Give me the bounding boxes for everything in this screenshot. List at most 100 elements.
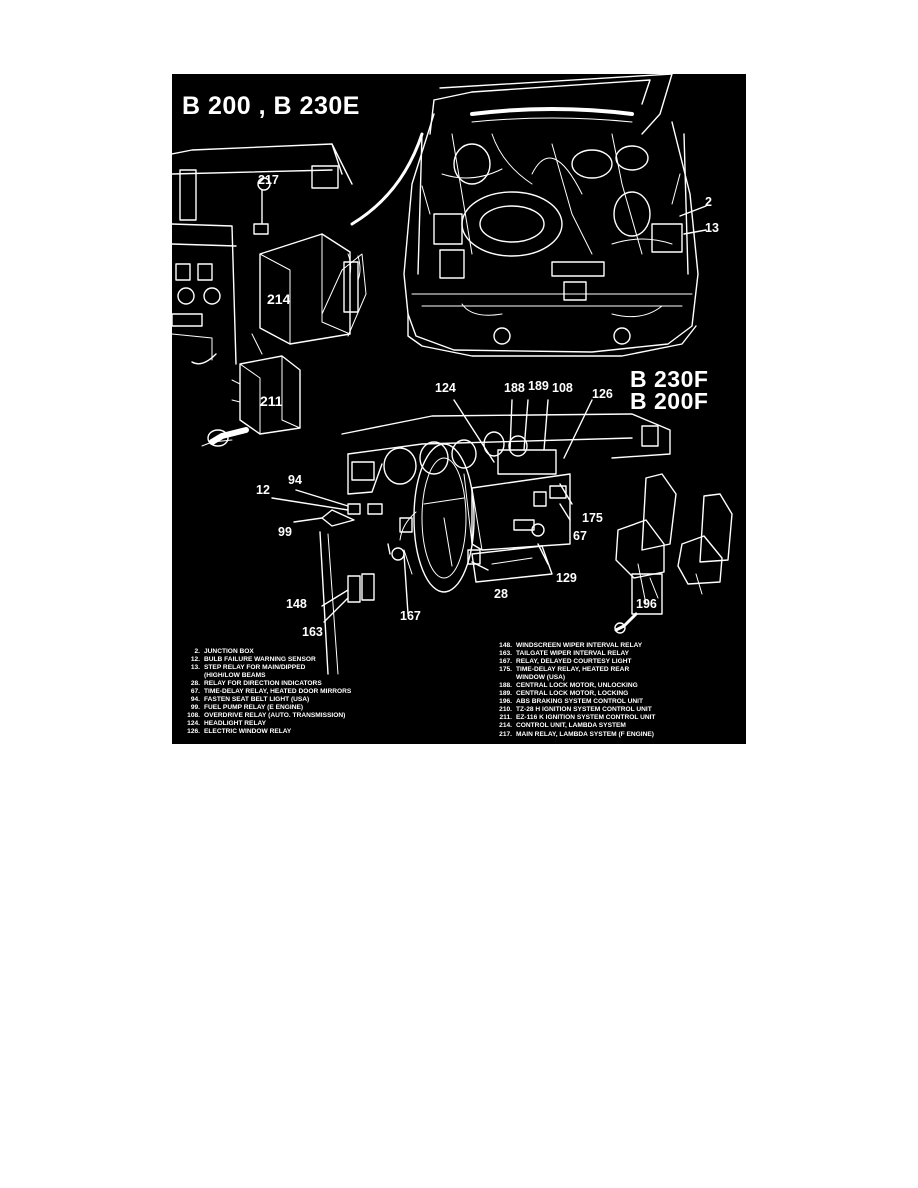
legend-entry-text: ELECTRIC WINDOW RELAY	[204, 728, 292, 736]
legend-entry: 175. TIME-DELAY RELAY, HEATED REAR	[490, 666, 655, 674]
engine-bay-illustration	[403, 74, 707, 357]
legend-entry-number: 175.	[499, 666, 512, 674]
callout-167: 167	[400, 609, 421, 623]
legend-entry-number: 108.	[187, 712, 200, 720]
legend-entry-text: FASTEN SEAT BELT LIGHT (USA)	[204, 696, 310, 704]
legend-entry-text: WINDSCREEN WIPER INTERVAL RELAY	[516, 642, 643, 649]
legend-entry: 2.JUNCTION BOX	[178, 648, 351, 656]
callout-163: 163	[302, 625, 323, 639]
legend-entry-text: TIME-DELAY RELAY, HEATED REAR	[516, 666, 630, 674]
callout-217: 217	[258, 173, 279, 187]
legend-entry-text: (HIGH/LOW BEAMS	[204, 672, 266, 680]
legend-entry: 167. RELAY, DELAYED COURTESY LIGHT	[490, 658, 655, 666]
legend-entry-text: CONTROL UNIT, LAMBDA SYSTEM	[516, 722, 626, 730]
legend-entry-text: MAIN RELAY, LAMBDA SYSTEM (F ENGINE)	[516, 730, 654, 738]
legend-entry-number: 148.	[499, 642, 512, 649]
callout-214: 214	[267, 291, 291, 307]
legend-entry-text: FUEL PUMP RELAY (E ENGINE)	[204, 704, 304, 712]
dash-interior-illustration	[172, 132, 424, 447]
legend-entry-number	[178, 672, 204, 680]
legend-entry-number: 124.	[187, 720, 200, 728]
legend-entry-number: 167.	[499, 658, 512, 666]
legend-entry-number: 196.	[499, 698, 512, 706]
legend-entry-number: 13.	[190, 664, 200, 672]
legend-entry-text: STEP RELAY FOR MAIN/DIPPED	[204, 664, 306, 672]
legend-entry-text: CENTRAL LOCK MOTOR, UNLOCKING	[516, 682, 638, 690]
wiring-component-location-diagram: B 200 , B 230E B 230F B 200F 2 13 217 21…	[172, 74, 746, 744]
callout-124: 124	[435, 381, 456, 395]
interior-dashboard-illustration	[271, 399, 733, 675]
legend-entry-number: 12.	[190, 656, 200, 664]
legend-entry: 189. CENTRAL LOCK MOTOR, LOCKING	[490, 690, 655, 698]
callout-94: 94	[288, 473, 302, 487]
callout-129: 129	[556, 571, 577, 585]
legend-entry-number: 28.	[190, 680, 200, 688]
legend-right-column: 148. WINDSCREEN WIPER INTERVAL RELAY 163. T…	[490, 642, 655, 739]
legend-entry: 188. CENTRAL LOCK MOTOR, UNLOCKING	[490, 682, 655, 690]
legend-entry-text: RELAY FOR DIRECTION INDICATORS	[204, 680, 322, 688]
legend-entry: WINDOW (USA)	[490, 674, 655, 682]
legend-entry-text: BULB FAILURE WARNING SENSOR	[204, 656, 316, 664]
legend-entry-number: 99.	[190, 704, 200, 712]
legend-entry-text: HEADLIGHT RELAY	[204, 720, 267, 728]
legend-entry: 94. FASTEN SEAT BELT LIGHT (USA)	[178, 696, 351, 704]
legend-entry-number: 163.	[499, 650, 512, 658]
legend-entry-text: TZ-28 H IGNITION SYSTEM CONTROL UNIT	[516, 706, 652, 714]
legend-entry-text: TAILGATE WIPER INTERVAL RELAY	[516, 650, 630, 658]
legend-entry-number: 214.	[499, 722, 512, 730]
legend-entry-number: 126.	[187, 728, 200, 736]
legend-entry-text: JUNCTION BOX	[204, 648, 254, 655]
callout-28: 28	[494, 587, 508, 601]
callout-108: 108	[552, 381, 573, 395]
legend-entry: 13. STEP RELAY FOR MAIN/DIPPED	[178, 664, 351, 672]
legend-entry-text: ABS BRAKING SYSTEM CONTROL UNIT	[516, 698, 643, 706]
legend-entry: 214. CONTROL UNIT, LAMBDA SYSTEM	[490, 722, 655, 730]
legend-entry: 148. WINDSCREEN WIPER INTERVAL RELAY	[490, 642, 655, 650]
legend-entry: (HIGH/LOW BEAMS	[178, 672, 351, 680]
legend-entry-number: 67.	[190, 688, 200, 696]
callout-175: 175	[582, 511, 603, 525]
callout-211: 211	[260, 393, 283, 409]
legend-entry-text: OVERDRIVE RELAY (AUTO. TRANSMISSION)	[204, 712, 346, 720]
legend-entry-number: 2.	[194, 648, 201, 655]
diagram-title-engine-variant: B 200 , B 230E	[182, 92, 360, 120]
legend-entry-text: EZ-116 K IGNITION SYSTEM CONTROL UNIT	[516, 714, 656, 722]
legend-entry: 28. RELAY FOR DIRECTION INDICATORS	[178, 680, 351, 688]
callout-148: 148	[286, 597, 307, 611]
callout-13: 13	[705, 221, 719, 235]
legend-entry: 196. ABS BRAKING SYSTEM CONTROL UNIT	[490, 698, 655, 706]
legend-entry: 12. BULB FAILURE WARNING SENSOR	[178, 656, 351, 664]
legend-entry-number: 188.	[499, 682, 512, 690]
diagram-title-variant-b200f: B 200F	[630, 388, 709, 414]
legend-entry: 211. EZ-116 K IGNITION SYSTEM CONTROL UNI…	[490, 714, 656, 722]
diagram-title-variant-b230f: B 230F	[630, 366, 709, 392]
legend-entry: 67. TIME-DELAY RELAY, HEATED DOOR MIRRORS	[178, 688, 351, 696]
legend-entry-number: 211.	[499, 714, 512, 722]
legend-entry: 217. MAIN RELAY, LAMBDA SYSTEM (F ENGINE)	[490, 731, 655, 739]
legend-entry: 99. FUEL PUMP RELAY (E ENGINE)	[178, 704, 351, 712]
legend-entry-number: 210.	[499, 706, 512, 714]
callout-188: 188	[504, 381, 525, 395]
legend-entry: 163. TAILGATE WIPER INTERVAL RELAY	[490, 650, 655, 658]
legend-entry: 210. TZ-28 H IGNITION SYSTEM CONTROL UNIT	[490, 706, 655, 714]
legend-entry-number: 189.	[499, 690, 512, 698]
callout-67: 67	[573, 529, 587, 543]
legend-entry: 108. OVERDRIVE RELAY (AUTO. TRANSMISSION)	[178, 712, 351, 720]
callout-2: 2	[705, 195, 712, 209]
legend-entry: 124. HEADLIGHT RELAY	[178, 720, 351, 728]
callout-189: 189	[528, 379, 549, 393]
legend-entry-text: TIME-DELAY RELAY, HEATED DOOR MIRRORS	[204, 688, 352, 696]
legend-entry-text: CENTRAL LOCK MOTOR, LOCKING	[516, 690, 629, 698]
legend-entry-text: RELAY, DELAYED COURTESY LIGHT	[516, 658, 632, 666]
legend-entry-text: WINDOW (USA)	[516, 674, 566, 682]
callout-196: 196	[636, 597, 657, 611]
callout-99: 99	[278, 525, 292, 539]
legend-entry-number	[490, 674, 516, 682]
legend-entry: 126. ELECTRIC WINDOW RELAY	[178, 728, 351, 736]
callout-126: 126	[592, 387, 613, 401]
diagram-artwork	[172, 74, 733, 675]
legend-entry-number: 94.	[190, 696, 200, 704]
legend-entry-number: 217.	[499, 730, 512, 738]
callout-12: 12	[256, 483, 270, 497]
